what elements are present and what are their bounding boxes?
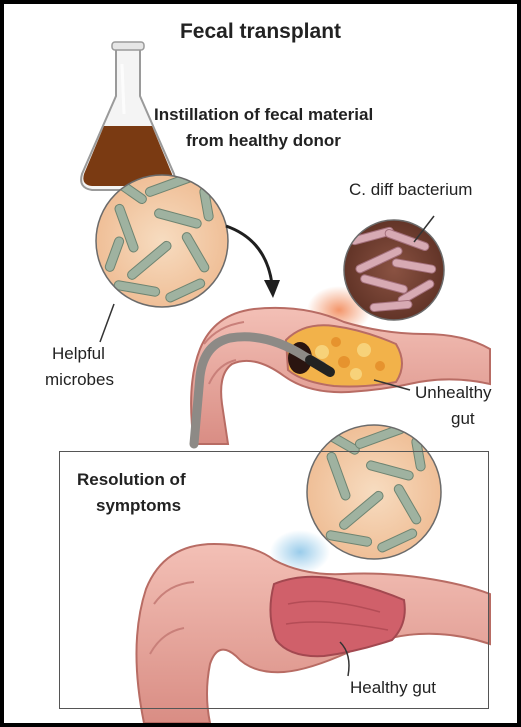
instillation-label-line2: from healthy donor [186,131,341,151]
unhealthy-gut-label-line2: gut [451,409,475,429]
unhealthy-gut-illustration [191,308,490,444]
arrow-icon [226,226,280,298]
resolution-label-line2: symptoms [96,496,181,516]
healthy-gut-label: Healthy gut [350,678,436,698]
helpful-microbes-label-line1: Helpful [52,344,105,364]
resolution-label-line1: Resolution of [77,470,186,490]
cdiff-label: C. diff bacterium [349,180,472,200]
helpful-leader-line [100,304,114,342]
cdiff-circle [344,216,444,320]
unhealthy-gut-label-line1: Unhealthy [415,383,492,403]
instillation-label-line1: Instillation of fecal material [154,105,373,125]
helpful-microbes-circle [96,171,228,307]
figure-title: Fecal transplant [4,20,517,44]
helpful-microbes-label-line2: microbes [45,370,114,390]
